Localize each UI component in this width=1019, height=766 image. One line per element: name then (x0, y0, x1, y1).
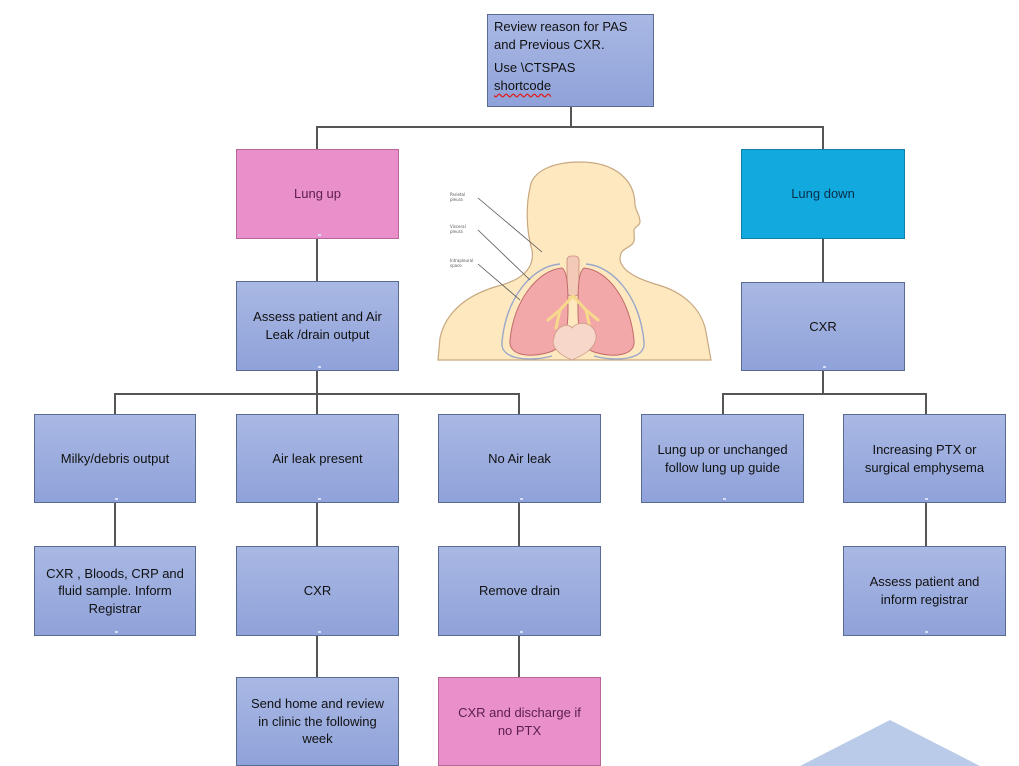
box-mark (823, 366, 826, 368)
box-mark (925, 631, 928, 633)
start-line-2: and Previous CXR. (494, 36, 605, 54)
start-line-3: Use \CTSPAS (494, 59, 575, 77)
start-line-1: Review reason for PAS (494, 18, 627, 36)
connector (114, 502, 116, 547)
cxr-discharge-label: CXR and discharge if no PTX (458, 704, 581, 739)
connector (316, 370, 318, 395)
send-home-label: Send home and review in clinic the follo… (251, 695, 384, 748)
cxr-middle-node: CXR (236, 546, 399, 636)
lung-up-unchanged-node: Lung up or unchanged follow lung up guid… (641, 414, 804, 503)
connector (316, 126, 824, 128)
connector (316, 635, 318, 678)
trachea (567, 256, 579, 296)
increasing-ptx-label: Increasing PTX or surgical emphysema (865, 441, 984, 476)
remove-drain-label: Remove drain (479, 582, 560, 600)
connector (822, 238, 824, 282)
cxr-bloods-label: CXR , Bloods, CRP and fluid sample. Info… (46, 565, 184, 618)
lung-down-label: Lung down (791, 185, 855, 203)
assess-air-leak-node: Assess patient and Air Leak /drain outpu… (236, 281, 399, 371)
connector (316, 393, 318, 415)
connector (822, 370, 824, 395)
box-mark (520, 498, 523, 500)
air-leak-present-node: Air leak present (236, 414, 399, 503)
increasing-ptx-node: Increasing PTX or surgical emphysema (843, 414, 1006, 503)
start-line-4: shortcode (494, 77, 551, 95)
connector (925, 502, 927, 547)
cxr-right-node: CXR (741, 282, 905, 371)
connector (518, 502, 520, 547)
box-mark (925, 498, 928, 500)
assess-inform-registrar-node: Assess patient and inform registrar (843, 546, 1006, 636)
cxr-right-label: CXR (809, 318, 836, 336)
connector (518, 635, 520, 678)
box-mark (318, 498, 321, 500)
remove-drain-node: Remove drain (438, 546, 601, 636)
connector (518, 393, 520, 415)
connector (722, 393, 724, 415)
connector (570, 106, 572, 127)
milky-output-node: Milky/debris output (34, 414, 196, 503)
connector (822, 126, 824, 150)
box-mark (318, 631, 321, 633)
cxr-discharge-node: CXR and discharge if no PTX (438, 677, 601, 766)
box-mark (115, 631, 118, 633)
box-mark (318, 234, 321, 236)
box-mark (115, 498, 118, 500)
milky-output-label: Milky/debris output (61, 450, 169, 468)
box-mark (723, 498, 726, 500)
cxr-middle-label: CXR (304, 582, 331, 600)
connector (316, 238, 318, 281)
start-node: Review reason for PAS and Previous CXR. … (487, 14, 654, 107)
connector (722, 393, 927, 395)
air-leak-present-label: Air leak present (272, 450, 362, 468)
connector (925, 393, 927, 415)
connector (316, 502, 318, 547)
lung-up-unchanged-label: Lung up or unchanged follow lung up guid… (657, 441, 787, 476)
send-home-node: Send home and review in clinic the follo… (236, 677, 399, 766)
box-mark (318, 366, 321, 368)
assess-inform-registrar-label: Assess patient and inform registrar (870, 573, 980, 608)
cxr-bloods-node: CXR , Bloods, CRP and fluid sample. Info… (34, 546, 196, 636)
leader-line (478, 230, 530, 280)
connector (114, 393, 116, 415)
assess-air-leak-label: Assess patient and Air Leak /drain outpu… (253, 308, 382, 343)
lung-up-node: Lung up (236, 149, 399, 239)
no-air-leak-label: No Air leak (488, 450, 551, 468)
decorative-triangle (760, 720, 1019, 766)
no-air-leak-node: No Air leak (438, 414, 601, 503)
lung-down-node: Lung down (741, 149, 905, 239)
box-mark (520, 631, 523, 633)
lung-up-label: Lung up (294, 185, 341, 203)
connector (316, 126, 318, 150)
